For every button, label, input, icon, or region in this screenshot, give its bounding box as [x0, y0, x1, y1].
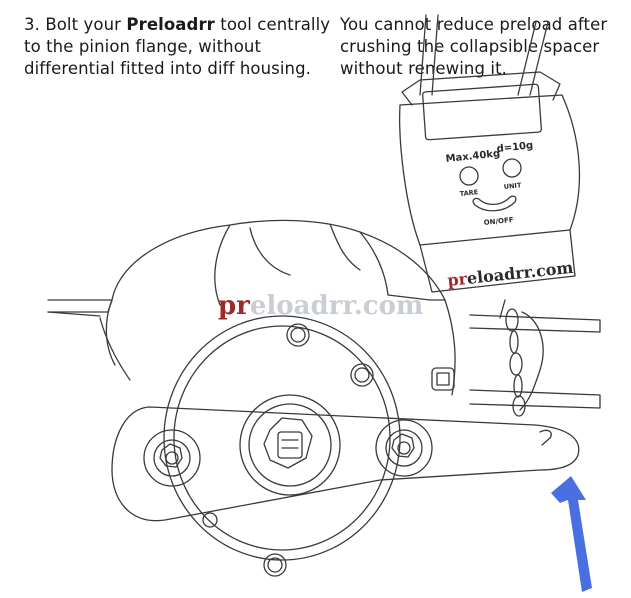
tare-button-label: TARE	[459, 188, 478, 198]
axle-housing	[47, 219, 601, 409]
scale-labels: Max.40kg d=10g TARE UNIT ON/OFF preloadr…	[445, 140, 574, 290]
step-text-after: tool centrally to the pinion flange, wit…	[24, 15, 331, 78]
scale-chain	[499, 299, 544, 417]
watermark-text-accent: pr	[218, 291, 250, 321]
step-text-before: Bolt your	[45, 15, 122, 34]
power-button-label: ON/OFF	[483, 216, 514, 227]
step-number: 3.	[24, 15, 40, 34]
watermark-text-rest: eloadrr.com	[250, 291, 424, 321]
preload-warning-note: You cannot reduce preload after crushing…	[340, 14, 630, 80]
pinion-carrier	[163, 315, 455, 577]
note-text: You cannot reduce preload after crushing…	[340, 15, 608, 78]
step-instruction: 3. Bolt your Preloadrr tool centrally to…	[24, 14, 334, 80]
scale-capacity-label: Max.40kg	[445, 148, 501, 165]
digital-scale	[399, 14, 581, 293]
scale-brand-text: preloadrr.com	[446, 258, 574, 290]
scale-division-label: d=10g	[496, 140, 534, 155]
watermark-text: preloadrr.com	[218, 291, 423, 321]
scale-brand-text-rest: eloadrr.com	[466, 258, 574, 288]
unit-button-label: UNIT	[503, 181, 522, 191]
pull-direction-arrow	[551, 476, 592, 592]
brand-name: Preloadrr	[126, 15, 215, 34]
scale-brand-text-accent: pr	[446, 269, 468, 290]
preload-tool-bar	[111, 394, 580, 522]
